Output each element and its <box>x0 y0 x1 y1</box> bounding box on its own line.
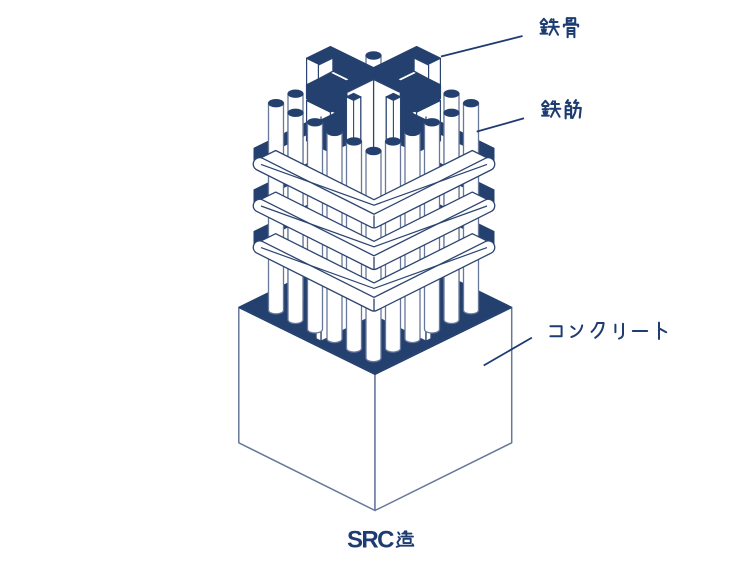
svg-text:SRC: SRC <box>347 527 394 554</box>
